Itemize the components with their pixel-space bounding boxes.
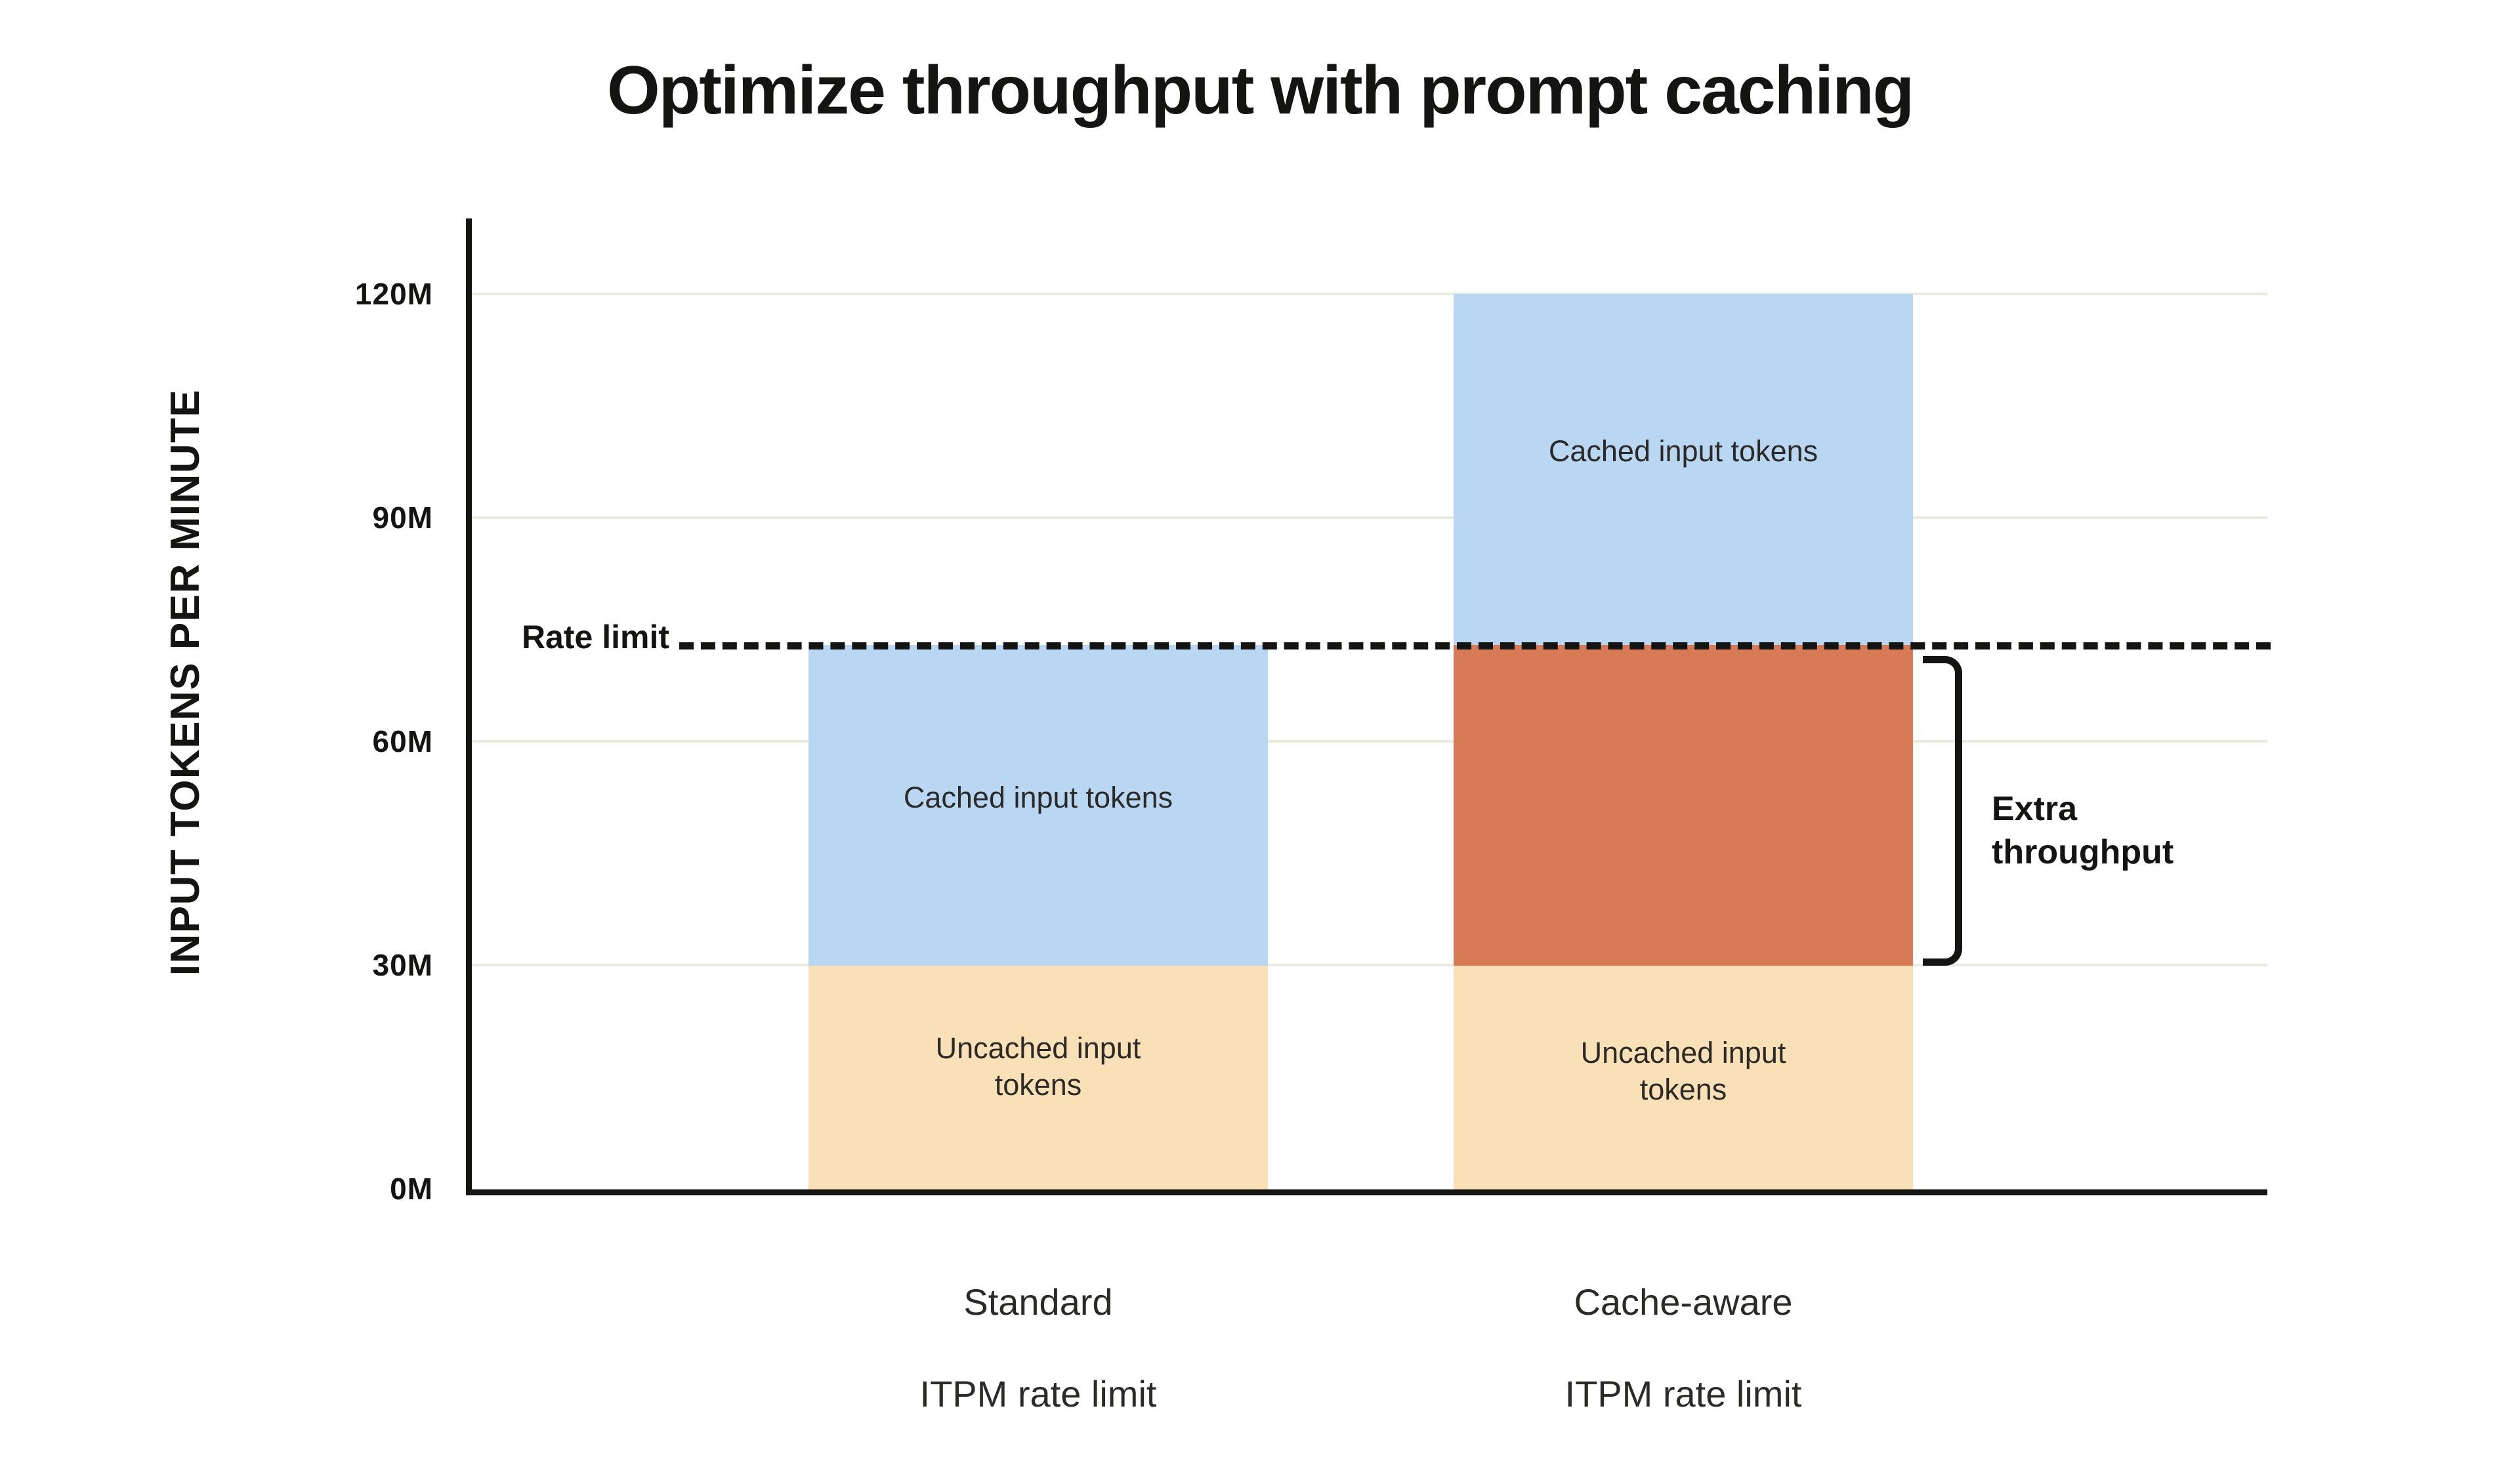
- bar-cacheaware-uncached-label: Uncached input tokens: [1580, 1036, 1786, 1106]
- bar-cacheaware-cached-label: Cached input tokens: [1548, 434, 1818, 468]
- bar-cacheaware-extra-segment: [1454, 645, 1913, 966]
- y-tick-label-90m: 90M: [372, 501, 433, 535]
- extra-throughput-bracket: [1923, 656, 1962, 966]
- y-tick-label-0m: 0M: [390, 1172, 433, 1206]
- bar-cacheaware-uncached-segment: Uncached input tokens: [1454, 966, 1913, 1189]
- category-label-cacheaware-line1: Cache-aware: [1574, 1281, 1793, 1323]
- bar-standard-uncached-segment: Uncached input tokens: [808, 966, 1268, 1189]
- y-tick-label-60m: 60M: [372, 724, 433, 758]
- rate-limit-label: Rate limit: [521, 619, 669, 655]
- y-axis-title: INPUT TOKENS PER MINUTE: [163, 388, 208, 976]
- category-label-standard-line2: ITPM rate limit: [919, 1373, 1157, 1414]
- gridline-60m: [472, 740, 2267, 743]
- y-axis-line: [466, 218, 472, 1194]
- gridline-90m: [472, 516, 2267, 519]
- bar-standard-cached-label: Cached input tokens: [903, 781, 1173, 814]
- category-label-cacheaware: Cache-aware ITPM rate limit: [1454, 1233, 1913, 1463]
- gridline-120m: [472, 293, 2267, 295]
- category-label-cacheaware-line2: ITPM rate limit: [1564, 1373, 1802, 1414]
- chart-title: Optimize throughput with prompt caching: [606, 52, 1914, 129]
- chart-canvas: Optimize throughput with prompt caching …: [163, 52, 2271, 1414]
- rate-limit-dashed-line: [679, 642, 2271, 649]
- y-tick-label-30m: 30M: [372, 948, 433, 982]
- gridline-30m: [472, 964, 2267, 966]
- category-label-standard-line1: Standard: [963, 1281, 1113, 1323]
- y-tick-label-120m: 120M: [354, 277, 433, 311]
- bar-standard-cached-segment: Cached input tokens: [808, 645, 1268, 966]
- extra-throughput-label: Extra throughput: [1992, 790, 2174, 871]
- x-axis-line: [466, 1189, 2267, 1195]
- bar-cacheaware-cached-segment: Cached input tokens: [1454, 294, 1913, 645]
- bar-standard-uncached-label: Uncached input tokens: [935, 1031, 1141, 1102]
- category-label-standard: Standard ITPM rate limit: [808, 1233, 1268, 1463]
